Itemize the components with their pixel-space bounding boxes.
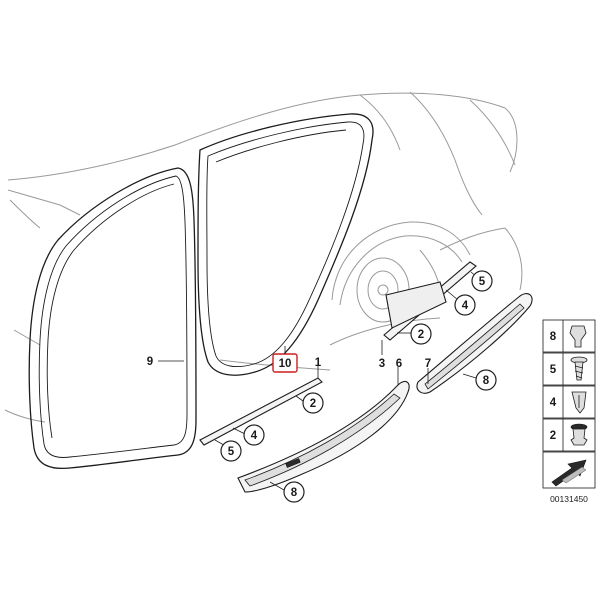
callout-4-front: 4 (232, 424, 265, 446)
screw-icon (570, 356, 588, 381)
direction-arrow-icon (551, 459, 587, 487)
rear-door-seal (197, 113, 374, 376)
callout-4-rear: 4 (445, 289, 476, 316)
callout-2-front: 2 (295, 392, 324, 414)
diagram-code: 00131450 (550, 494, 588, 504)
callout-2-rear: 2 (397, 323, 432, 345)
callout-4-rear-label: 4 (462, 300, 469, 312)
rivet-icon (570, 423, 588, 446)
callout-7-label: 7 (425, 358, 431, 370)
callout-6-label: 6 (396, 358, 402, 370)
car-body-outline (4, 91, 523, 423)
callout-2-front-label: 2 (310, 398, 316, 410)
callout-5-rear: 5 (470, 270, 493, 292)
callout-5-rear-label: 5 (479, 276, 486, 288)
parts-legend: 8 5 4 2 (542, 319, 596, 504)
legend-item-8-label: 8 (550, 331, 557, 343)
sill-strip-part-6 (237, 367, 410, 493)
legend-item-4-label: 4 (550, 397, 557, 409)
callout-1: 1 (315, 357, 322, 369)
legend-item-2-label: 2 (550, 430, 556, 442)
callout-5-front-label: 5 (228, 446, 235, 458)
callout-10: 10 (272, 346, 298, 373)
callout-9: 9 (147, 356, 184, 368)
callout-8-rear-label: 8 (483, 375, 490, 387)
callout-4-front-label: 4 (251, 430, 258, 442)
callout-8-front: 8 (269, 481, 305, 503)
rear-sill-plate-part-7 (416, 293, 533, 394)
legend-item-5-label: 5 (550, 364, 557, 376)
callout-2-rear-label: 2 (418, 329, 424, 341)
clip-icon (569, 325, 587, 348)
callout-5-front: 5 (214, 439, 242, 462)
front-door-seal (28, 167, 197, 470)
callout-6: 6 (396, 358, 402, 370)
callout-8-front-label: 8 (291, 487, 298, 499)
nut-clip-icon (571, 391, 587, 414)
trim-strip-part-1 (199, 365, 323, 446)
callout-10-label: 10 (279, 358, 292, 370)
callout-7: 7 (425, 358, 431, 370)
rear-sill-part-3 (381, 261, 477, 355)
callout-8-rear: 8 (462, 369, 497, 391)
callout-1-label: 1 (315, 357, 322, 369)
callout-3: 3 (379, 358, 385, 370)
callout-3-label: 3 (379, 358, 385, 370)
callout-9-label: 9 (147, 356, 153, 368)
